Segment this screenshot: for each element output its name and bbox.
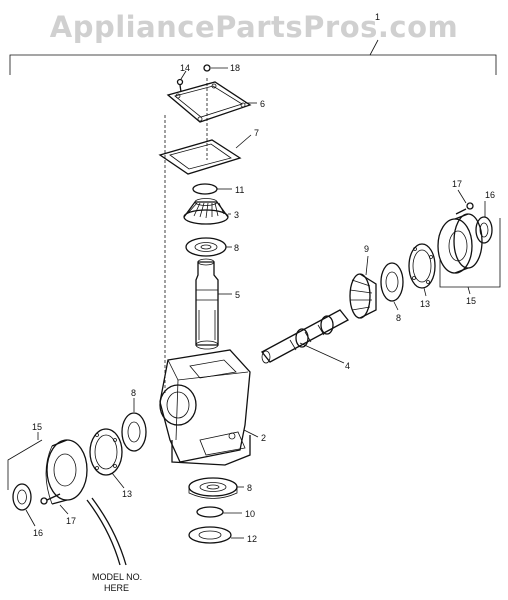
callout-12: 12 xyxy=(247,534,257,544)
screw-17-left xyxy=(40,493,61,505)
callout-11: 11 xyxy=(235,185,244,195)
bearing-8-bottom xyxy=(188,477,238,499)
callout-13-left: 13 xyxy=(122,489,132,499)
callout-15-right: 15 xyxy=(466,296,476,306)
callout-17-right: 17 xyxy=(452,179,462,189)
callout-17-left: 17 xyxy=(66,516,76,526)
model-pointer xyxy=(86,497,127,566)
screw-14 xyxy=(176,78,184,93)
callout-8-right: 8 xyxy=(396,313,401,323)
bearing-cap-15-left xyxy=(7,439,88,505)
callout-15-left: 15 xyxy=(32,422,42,432)
bearing-8-upper xyxy=(185,237,227,257)
gasket-7 xyxy=(158,139,242,175)
callout-14: 14 xyxy=(180,63,190,73)
callout-13-right: 13 xyxy=(420,299,430,309)
seal-16-right xyxy=(475,216,493,244)
nut-18 xyxy=(203,64,211,72)
assembly-bracket xyxy=(9,54,497,75)
seal-12 xyxy=(188,526,232,544)
screw-17-right xyxy=(455,202,474,215)
seal-16-left xyxy=(12,483,32,511)
callout-6: 6 xyxy=(260,99,265,109)
watermark: AppliancePartsPros.com xyxy=(49,10,459,44)
leader-lines xyxy=(25,67,486,539)
callout-5: 5 xyxy=(235,290,240,300)
callout-8-left: 8 xyxy=(131,388,136,398)
model-note-line2: HERE xyxy=(104,583,129,593)
callout-4: 4 xyxy=(345,361,350,371)
bearing-cap-15-right xyxy=(437,213,501,288)
bearing-8-left xyxy=(121,412,147,452)
callout-8-bottom: 8 xyxy=(247,483,252,493)
callout-labels: 1 18 14 6 7 11 3 8 5 4 9 8 13 15 17 16 2… xyxy=(32,12,495,544)
callout-16-left: 16 xyxy=(33,528,43,538)
model-note-line1: MODEL NO. xyxy=(92,572,142,582)
callout-7: 7 xyxy=(254,128,259,138)
washer-10 xyxy=(196,506,224,518)
horizontal-shaft-4 xyxy=(261,309,349,364)
callout-18: 18 xyxy=(230,63,240,73)
snap-ring-11 xyxy=(192,183,218,195)
callout-3: 3 xyxy=(234,210,239,220)
housing-2 xyxy=(159,349,251,466)
callout-2: 2 xyxy=(261,433,266,443)
bevel-gear-3 xyxy=(183,198,229,225)
bevel-gear-9 xyxy=(349,273,377,319)
callout-1: 1 xyxy=(375,12,380,22)
vertical-shaft-5 xyxy=(195,258,219,350)
callout-10: 10 xyxy=(245,509,255,519)
gasket-13-right xyxy=(408,243,436,289)
callout-8-upper: 8 xyxy=(234,243,239,253)
bearing-8-right xyxy=(380,262,404,302)
callout-16-right: 16 xyxy=(485,190,495,200)
callout-9: 9 xyxy=(364,244,369,254)
gasket-13-left xyxy=(89,428,123,476)
cover-plate-6 xyxy=(166,81,252,123)
